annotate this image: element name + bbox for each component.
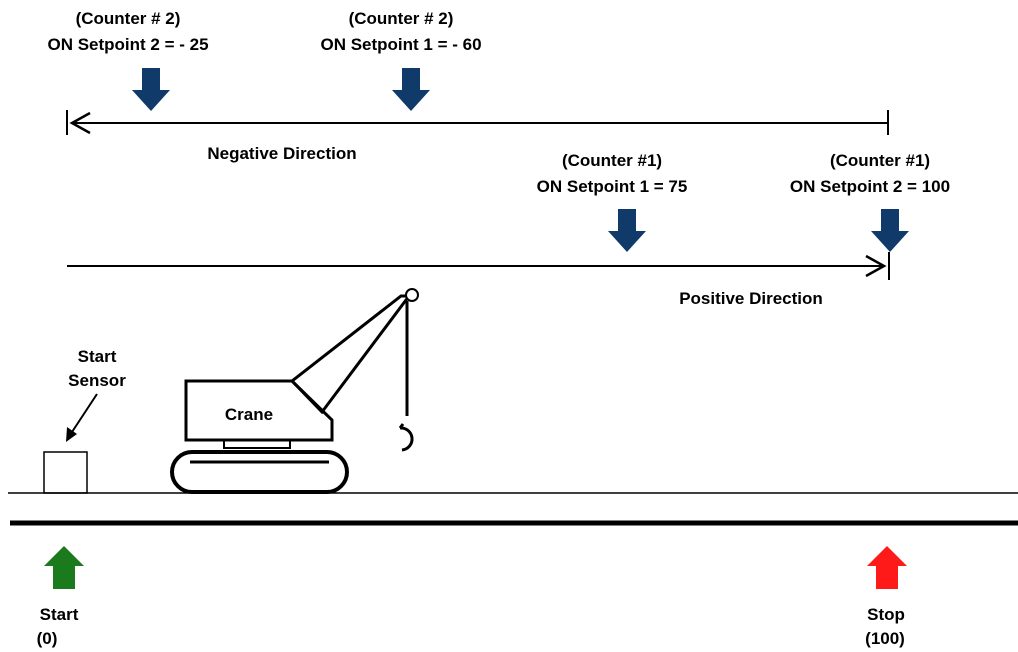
counter1-setpoint2-label: ON Setpoint 2 = 100 [790, 177, 950, 196]
sensor-pointer-line [71, 393, 98, 433]
counter2-setpoint2-label: ON Setpoint 2 = - 25 [47, 35, 208, 54]
start-sensor-label-line1: Start [78, 347, 117, 366]
counter1-setpoint2-counter-label: (Counter #1) [830, 151, 930, 170]
crane-label: Crane [225, 405, 273, 424]
stop-up-arrow-icon [867, 546, 907, 589]
start-up-arrow-icon [44, 546, 84, 589]
sensor-pointer-arrowhead [66, 427, 77, 442]
positive-direction-arrowhead [865, 254, 887, 278]
counter2-setpoint2-counter-label: (Counter # 2) [76, 9, 181, 28]
crane: Crane [170, 288, 419, 494]
crane-boom [289, 294, 412, 415]
counter2-setpoint1-counter-label: (Counter # 2) [349, 9, 454, 28]
setpoint-down-arrow-counter1-sp2 [871, 209, 909, 252]
start-sensor-label-line2: Sensor [68, 371, 126, 390]
start-sensor-box [43, 451, 88, 494]
stop-value: (100) [865, 629, 905, 648]
crane-track-outline [170, 450, 349, 494]
crane-boom-pulley [405, 288, 419, 302]
setpoint-down-arrow-counter2-sp2 [132, 68, 170, 111]
counter1-setpoint1-label: ON Setpoint 1 = 75 [537, 177, 688, 196]
stop-label: Stop [867, 605, 905, 624]
positive-direction-label: Positive Direction [679, 289, 823, 308]
setpoint-down-arrow-counter1-sp1 [608, 209, 646, 252]
start-value: (0) [37, 629, 58, 648]
crane-cab [184, 379, 334, 442]
counter1-setpoint1-counter-label: (Counter #1) [562, 151, 662, 170]
negative-direction-arrowhead [69, 111, 91, 135]
counter2-setpoint1-label: ON Setpoint 1 = - 60 [320, 35, 481, 54]
negative-direction-label: Negative Direction [207, 144, 356, 163]
crane-hook-barb [398, 423, 405, 429]
start-label: Start [40, 605, 79, 624]
setpoint-down-arrow-counter2-sp1 [392, 68, 430, 111]
crane-hook-icon [399, 426, 414, 452]
